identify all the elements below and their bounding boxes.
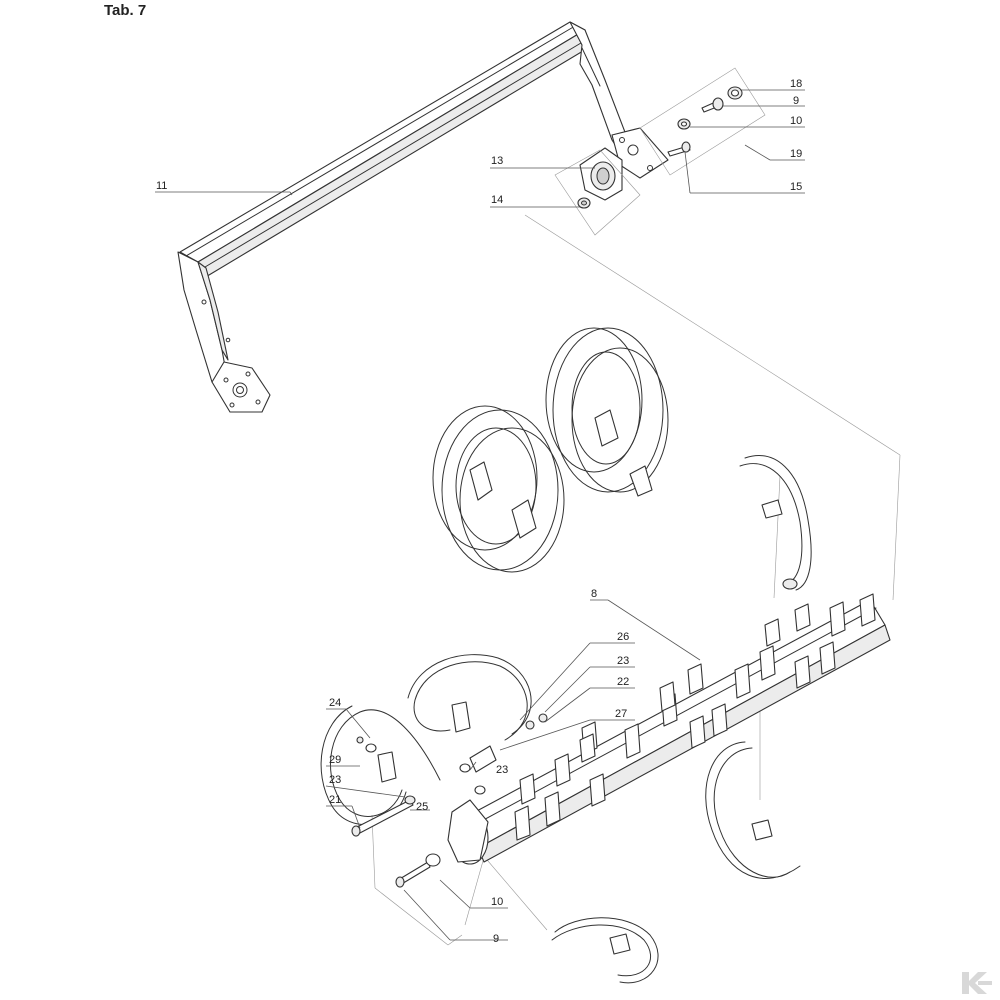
callout-24: 24 (329, 697, 341, 709)
bearing-assembly-drawing (577, 86, 743, 209)
kramp-k-logo-icon (962, 972, 992, 994)
callout-22: 22 (617, 676, 629, 688)
callout-29: 29 (329, 754, 341, 766)
assembly-guide-lines (371, 67, 901, 946)
callout-19: 19 (790, 148, 802, 160)
frame-drawing (177, 21, 669, 413)
callout-9-top: 9 (793, 95, 799, 107)
diagram-title: Tab. 7 (104, 2, 147, 19)
callout-11: 11 (156, 180, 167, 192)
callout-23-left: 23 (329, 774, 341, 786)
callout-23-upper: 23 (617, 655, 629, 667)
callout-26: 26 (617, 631, 629, 643)
callout-14: 14 (491, 194, 503, 206)
callout-15: 15 (790, 181, 802, 193)
callout-27: 27 (615, 708, 627, 720)
callout-25: 25 (416, 801, 428, 813)
callout-labels: 11 13 14 18 9 10 19 15 8 26 23 22 24 27 … (156, 78, 802, 945)
callout-18: 18 (790, 78, 802, 90)
callout-8: 8 (591, 588, 597, 600)
leader-lines (155, 89, 805, 941)
callout-10-top: 10 (790, 115, 802, 127)
callout-23-middle: 23 (496, 764, 508, 776)
callout-21: 21 (329, 794, 341, 806)
roller-shaft-drawing (447, 593, 891, 865)
spiral-tines-drawing (320, 327, 812, 984)
callout-10-bottom: 10 (491, 896, 503, 908)
callout-9-bottom: 9 (493, 933, 499, 945)
callout-13: 13 (491, 155, 503, 167)
hardware-drawing (351, 713, 548, 888)
